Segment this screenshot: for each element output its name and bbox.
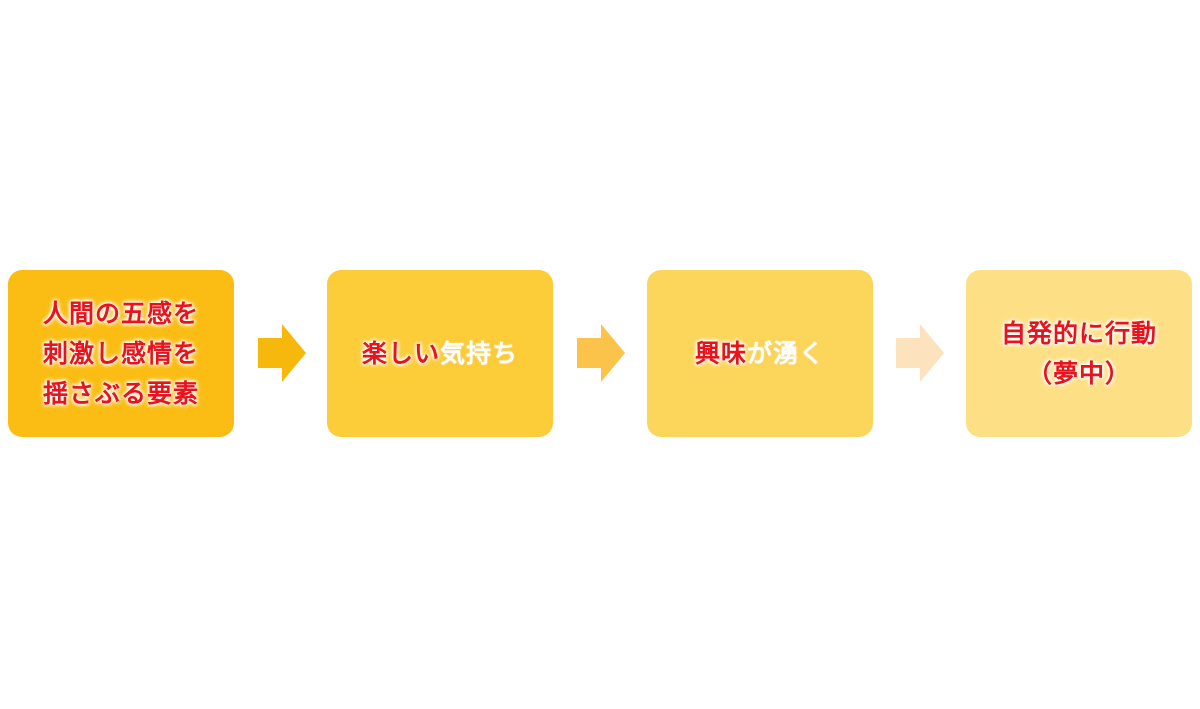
step-line: 揺さぶる要素: [43, 374, 199, 414]
step-line: 刺激し感情を: [43, 334, 199, 374]
step-box-fun-feeling: 楽しい気持ち: [327, 270, 553, 437]
step-text: 気持ち: [440, 338, 519, 368]
arrow-shape: [577, 324, 625, 382]
step-box-stimulus: 人間の五感を 刺激し感情を 揺さぶる要素: [8, 270, 234, 437]
step-label: 興味が湧く: [695, 334, 825, 374]
step-label: 楽しい気持ち: [362, 334, 518, 374]
arrow-shape: [896, 324, 944, 382]
step-line: 自発的に行動: [1001, 314, 1157, 354]
step-label: 人間の五感を 刺激し感情を 揺さぶる要素: [43, 294, 199, 414]
step-label: 自発的に行動 （夢中）: [1001, 314, 1157, 394]
right-arrow-icon: [896, 324, 944, 382]
step-text: が湧く: [747, 338, 826, 368]
step-text-highlight: 楽しい: [361, 338, 440, 368]
right-arrow-icon: [577, 324, 625, 382]
step-text: （夢中）: [1026, 358, 1131, 388]
step-line: 人間の五感を: [43, 294, 199, 334]
step-text: 揺さぶる要素: [42, 378, 199, 408]
step-box-interest: 興味が湧く: [647, 270, 873, 437]
arrow-shape: [258, 324, 306, 382]
step-line: （夢中）: [1001, 354, 1157, 394]
step-box-self-motivated-action: 自発的に行動 （夢中）: [966, 270, 1192, 437]
step-text: 自発的に行動: [1000, 318, 1157, 348]
right-arrow-icon: [258, 324, 306, 382]
step-text: 刺激し感情を: [42, 338, 199, 368]
step-text-highlight: 興味: [694, 338, 747, 368]
step-text: 人間の五感を: [42, 298, 199, 328]
